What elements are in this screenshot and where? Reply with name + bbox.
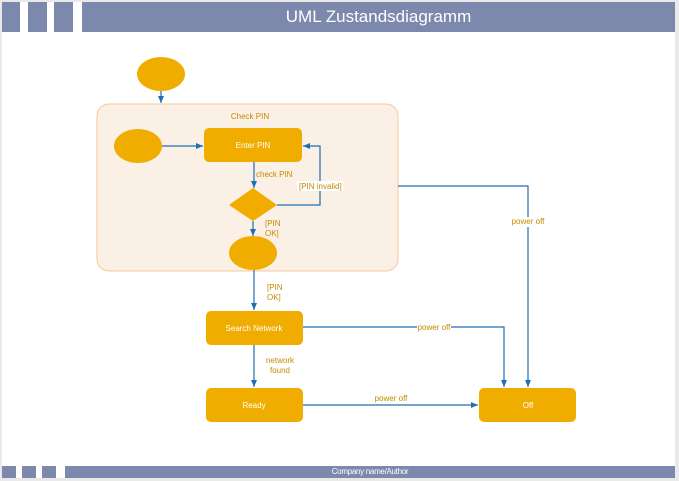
initial-state-outer[interactable]	[137, 57, 185, 91]
page-title: UML Zustandsdiagramm	[82, 2, 675, 32]
edge-label-pin-ok-inner-1: [PIN	[265, 219, 281, 228]
header-decor-block	[28, 2, 47, 32]
edge-label-network-found-1: network	[266, 356, 295, 365]
state-ready-label: Ready	[242, 401, 265, 410]
composite-state-label: Check PIN	[231, 112, 269, 121]
edge-label-pin-ok-inner-2: OK]	[265, 229, 279, 238]
state-ready[interactable]	[206, 388, 303, 422]
state-search-network-label: Search Network	[226, 324, 284, 333]
edge-label-bg	[297, 181, 343, 191]
state-off-label: Off	[523, 401, 534, 410]
footer-decor-block	[42, 466, 56, 478]
edge-label-network-found-2: found	[270, 366, 290, 375]
header-decor-block	[54, 2, 73, 32]
edge-label-pin-invalid: [PIN invalid]	[299, 182, 342, 191]
decision-pin-valid[interactable]	[229, 188, 277, 221]
edge-label-power-off-ready: power off	[375, 394, 409, 403]
state-off[interactable]	[479, 388, 576, 422]
edge-label-power-off-composite: power off	[512, 217, 546, 226]
edge-power-off-composite	[398, 185, 531, 387]
edge-label-pin-ok-outer-1: [PIN	[267, 283, 283, 292]
footer-author: Company name/Author	[65, 466, 675, 478]
final-state-inner[interactable]	[229, 236, 277, 270]
state-enter-pin[interactable]	[204, 128, 302, 162]
state-enter-pin-label: Enter PIN	[236, 141, 271, 150]
edge-label-pin-ok-outer-2: OK]	[267, 293, 281, 302]
edge-label-bg	[417, 323, 451, 332]
edge-power-off-search	[303, 326, 507, 387]
edge-label-bg	[510, 217, 546, 227]
footer-decor-block	[2, 466, 16, 478]
initial-state-inner[interactable]	[114, 129, 162, 163]
header-decor-block	[2, 2, 20, 32]
footer-decor-block	[22, 466, 36, 478]
edge-pin-invalid	[277, 143, 321, 206]
state-search-network[interactable]	[206, 311, 303, 345]
edge-label-power-off-search: power off	[418, 323, 452, 332]
edge-label-check-pin: check PIN	[256, 170, 293, 179]
